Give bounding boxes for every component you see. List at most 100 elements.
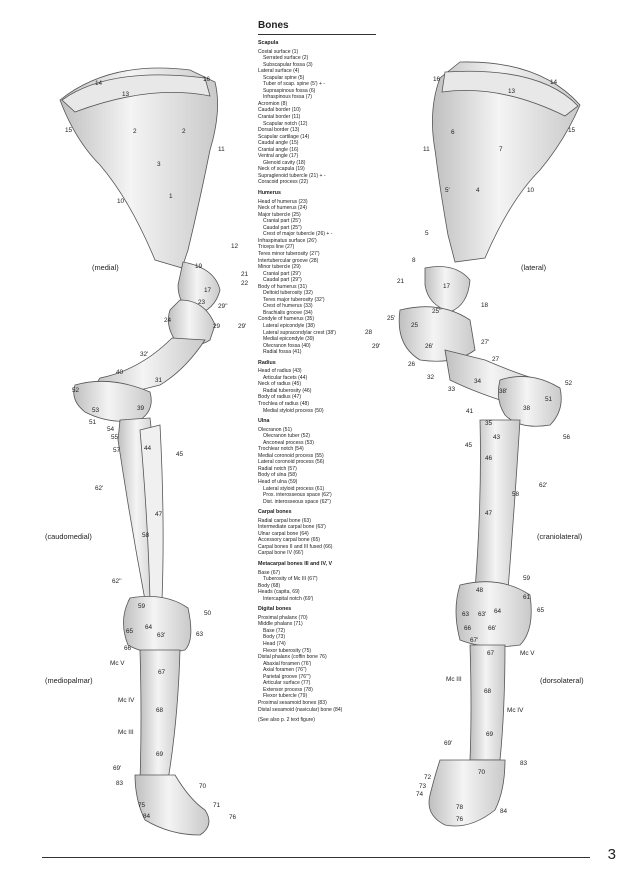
label-left: 76 [229, 814, 236, 821]
view-caption-craniolateral: (craniolateral) [537, 532, 582, 541]
label-right: 74 [416, 791, 423, 798]
label-left: 15 [65, 127, 72, 134]
label-right: 84 [500, 808, 507, 815]
label-left: 3 [157, 161, 161, 168]
label-right: 65 [537, 607, 544, 614]
view-caption-medial: (medial) [92, 263, 119, 272]
label-right: 4 [476, 187, 480, 194]
label-left: 62' [95, 485, 103, 492]
label-right: 18 [481, 302, 488, 309]
label-right: 41 [466, 408, 473, 415]
legend-sections: ScapulaCostal surface (1)Serrated surfac… [258, 40, 388, 713]
label-right: 5 [425, 230, 429, 237]
label-right: 56 [563, 434, 570, 441]
label-left: 54 [107, 426, 114, 433]
label-left: 31 [155, 377, 162, 384]
legend-section-heading: Metacarpal bones III and IV, V [258, 561, 388, 568]
label-left: 17 [204, 287, 211, 294]
label-right: 32 [427, 374, 434, 381]
label-right: 61 [523, 594, 530, 601]
label-left: 44 [144, 445, 151, 452]
label-left: 2 [133, 128, 137, 135]
label-right: 33 [448, 386, 455, 393]
legend-item: Dist. interosseous space (62'') [258, 499, 388, 506]
label-right: 38 [523, 405, 530, 412]
label-right: 48 [476, 587, 483, 594]
label-left: 58 [142, 532, 149, 539]
label-right: Mc IV [507, 707, 523, 714]
label-right: 64 [494, 608, 501, 615]
view-caption-lateral: (lateral) [521, 263, 546, 272]
label-right: 8 [412, 257, 416, 264]
legend-section-heading: Scapula [258, 40, 388, 47]
label-right: 27 [492, 356, 499, 363]
label-left: 39 [137, 405, 144, 412]
label-right: 35 [485, 420, 492, 427]
label-left: 45 [176, 451, 183, 458]
label-right: 17 [443, 283, 450, 290]
label-left: 83 [116, 780, 123, 787]
label-right: 59 [523, 575, 530, 582]
label-left: 57 [113, 447, 120, 454]
label-left: 1 [169, 193, 173, 200]
label-left: 22 [241, 280, 248, 287]
label-left: 63' [157, 632, 165, 639]
label-right: 69' [444, 740, 452, 747]
label-right: 67' [470, 637, 478, 644]
legend-section-heading: Radius [258, 360, 388, 367]
label-left: 53 [92, 407, 99, 414]
legend-title: Bones [258, 20, 388, 32]
label-left: 62'' [112, 578, 122, 585]
label-right: 76 [456, 816, 463, 823]
label-left: 24 [164, 317, 171, 324]
label-left: 21 [241, 271, 248, 278]
label-left: 11 [218, 146, 225, 153]
label-left: 66 [124, 645, 131, 652]
legend-item: Coracoid process (22) [258, 179, 388, 186]
label-left: 47 [155, 511, 162, 518]
label-right: 83 [520, 760, 527, 767]
label-right: Mc III [446, 676, 462, 683]
label-right: 25' [387, 315, 395, 322]
label-right: Mc V [520, 650, 535, 657]
label-right: 38' [499, 388, 507, 395]
view-caption-dorsolateral: (dorsolateral) [540, 676, 584, 685]
label-right: 26' [425, 343, 433, 350]
label-right: 58 [512, 491, 519, 498]
label-right: 72 [424, 774, 431, 781]
label-right: 51 [545, 396, 552, 403]
label-left: 67 [158, 669, 165, 676]
label-right: 15 [568, 127, 575, 134]
right-forelimb-drawing [399, 62, 580, 826]
legend-item: Distal sesamoid (navicular) bone (84) [258, 707, 388, 714]
label-left: 29'' [218, 303, 228, 310]
label-right: 45 [465, 442, 472, 449]
label-right: 7 [499, 146, 503, 153]
bones-legend: Bones ScapulaCostal surface (1)Serrated … [258, 20, 388, 724]
legend-item: Intercapital notch (69') [258, 596, 388, 603]
label-right: 67 [487, 650, 494, 657]
label-left: 2 [182, 128, 186, 135]
label-left: 23 [198, 299, 205, 306]
label-left: 59 [138, 603, 145, 610]
label-left: 29' [238, 323, 246, 330]
label-left: 13 [122, 91, 129, 98]
page-number: 3 [608, 846, 616, 863]
label-right: 25'' [432, 308, 442, 315]
label-left: 14 [95, 80, 102, 87]
label-right: 43 [493, 434, 500, 441]
label-right: 25 [411, 322, 418, 329]
label-right: 6 [451, 129, 455, 136]
label-left: 29 [213, 323, 220, 330]
label-right: 16 [433, 76, 440, 83]
view-caption-caudomedial: (caudomedial) [45, 532, 92, 541]
label-left: 69' [113, 765, 121, 772]
legend-section-heading: Ulna [258, 418, 388, 425]
label-left: Mc III [118, 729, 134, 736]
label-right: 66 [464, 625, 471, 632]
label-left: 19 [195, 263, 202, 270]
label-right: 52 [565, 380, 572, 387]
label-left: 51 [89, 419, 96, 426]
legend-item: Radial fossa (41) [258, 349, 388, 356]
label-left: 32' [140, 351, 148, 358]
